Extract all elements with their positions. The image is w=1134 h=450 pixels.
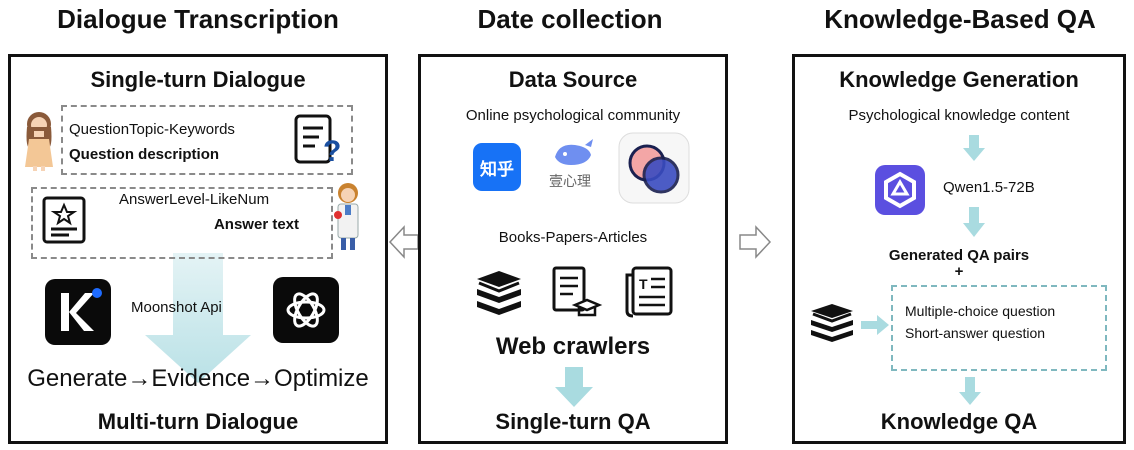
hollow-arrow-left xyxy=(388,224,420,260)
person-female-icon xyxy=(21,109,57,171)
question-box xyxy=(61,105,353,175)
column-title-middle: Date collection xyxy=(477,4,663,34)
multiple-choice-label: Multiple-choice question xyxy=(905,303,1056,319)
yixinli-whale-icon xyxy=(551,139,595,169)
column-title-left: Dialogue Transcription xyxy=(57,4,339,34)
down-arrow-3 xyxy=(959,377,981,405)
web-crawlers-label: Web crawlers xyxy=(495,333,651,360)
zhihu-logo-icon xyxy=(473,143,521,191)
book-stack-icon xyxy=(809,301,855,345)
openai-logo-icon xyxy=(273,277,339,343)
panel-data-collection: Data Source Online psychological communi… xyxy=(418,54,728,444)
answer-text: Answer text xyxy=(213,216,299,233)
question-topic-keywords: QuestionTopic-Keywords xyxy=(69,121,235,138)
paper-cap-icon xyxy=(551,265,603,321)
moonshot-api-label: Moonshot Api xyxy=(131,299,222,316)
qwen-logo-icon xyxy=(875,165,925,215)
answer-doc-icon xyxy=(41,195,89,247)
doctor-icon xyxy=(333,181,363,253)
overlap-circles-logo-icon xyxy=(618,132,690,204)
knowledge-qa-title: Knowledge QA xyxy=(880,409,1038,434)
panel-knowledge-qa: Knowledge Generation Psychological knowl… xyxy=(792,54,1126,444)
down-arrow-1 xyxy=(963,135,985,161)
book-stack-icon xyxy=(473,267,525,317)
svg-text:T: T xyxy=(639,276,648,292)
article-icon: T xyxy=(623,265,675,319)
question-description: Question description xyxy=(69,146,220,163)
hollow-arrow-right xyxy=(738,224,772,260)
panel-dialogue-transcription: Single-turn Dialogue QuestionTopic-Keywo… xyxy=(8,54,388,444)
multi-turn-dialogue-title: Multi-turn Dialogue xyxy=(97,409,299,434)
answer-box xyxy=(31,187,333,259)
panel-title-knowledge-generation: Knowledge Generation xyxy=(839,67,1079,92)
svg-text:?: ? xyxy=(323,135,341,168)
community-label: Online psychological community xyxy=(465,107,681,124)
generated-qa-pairs-label: Generated QA pairs xyxy=(888,247,1030,264)
panel-title-single-turn-dialogue: Single-turn Dialogue xyxy=(90,67,306,92)
knowledge-content-label: Psychological knowledge content xyxy=(848,107,1070,124)
down-arrow-middle xyxy=(553,367,595,407)
single-turn-qa-title: Single-turn QA xyxy=(495,409,651,434)
qa-types-box xyxy=(891,285,1107,371)
books-papers-articles-label: Books-Papers-Articles xyxy=(498,229,648,246)
column-title-right: Knowledge-Based QA xyxy=(824,4,1096,34)
down-arrow-2 xyxy=(963,207,985,237)
short-answer-label: Short-answer question xyxy=(905,325,1046,341)
qwen-model-label: Qwen1.5-72B xyxy=(943,179,1035,196)
yixinli-logo-text: 壹心理 xyxy=(549,173,591,189)
answer-level-likenum: AnswerLevel-LikeNum xyxy=(119,191,270,208)
doc-question-icon: ? xyxy=(293,113,343,168)
pipeline-text: Generate→Evidence→Optimize xyxy=(27,365,369,392)
background-down-arrow xyxy=(143,253,253,383)
panel-title-data-source: Data Source xyxy=(508,67,638,92)
zhihu-logo-text: 知乎 xyxy=(480,160,514,179)
right-arrow-books xyxy=(861,315,889,335)
plus-sign: + xyxy=(954,263,964,280)
kimi-logo-icon xyxy=(45,279,111,345)
